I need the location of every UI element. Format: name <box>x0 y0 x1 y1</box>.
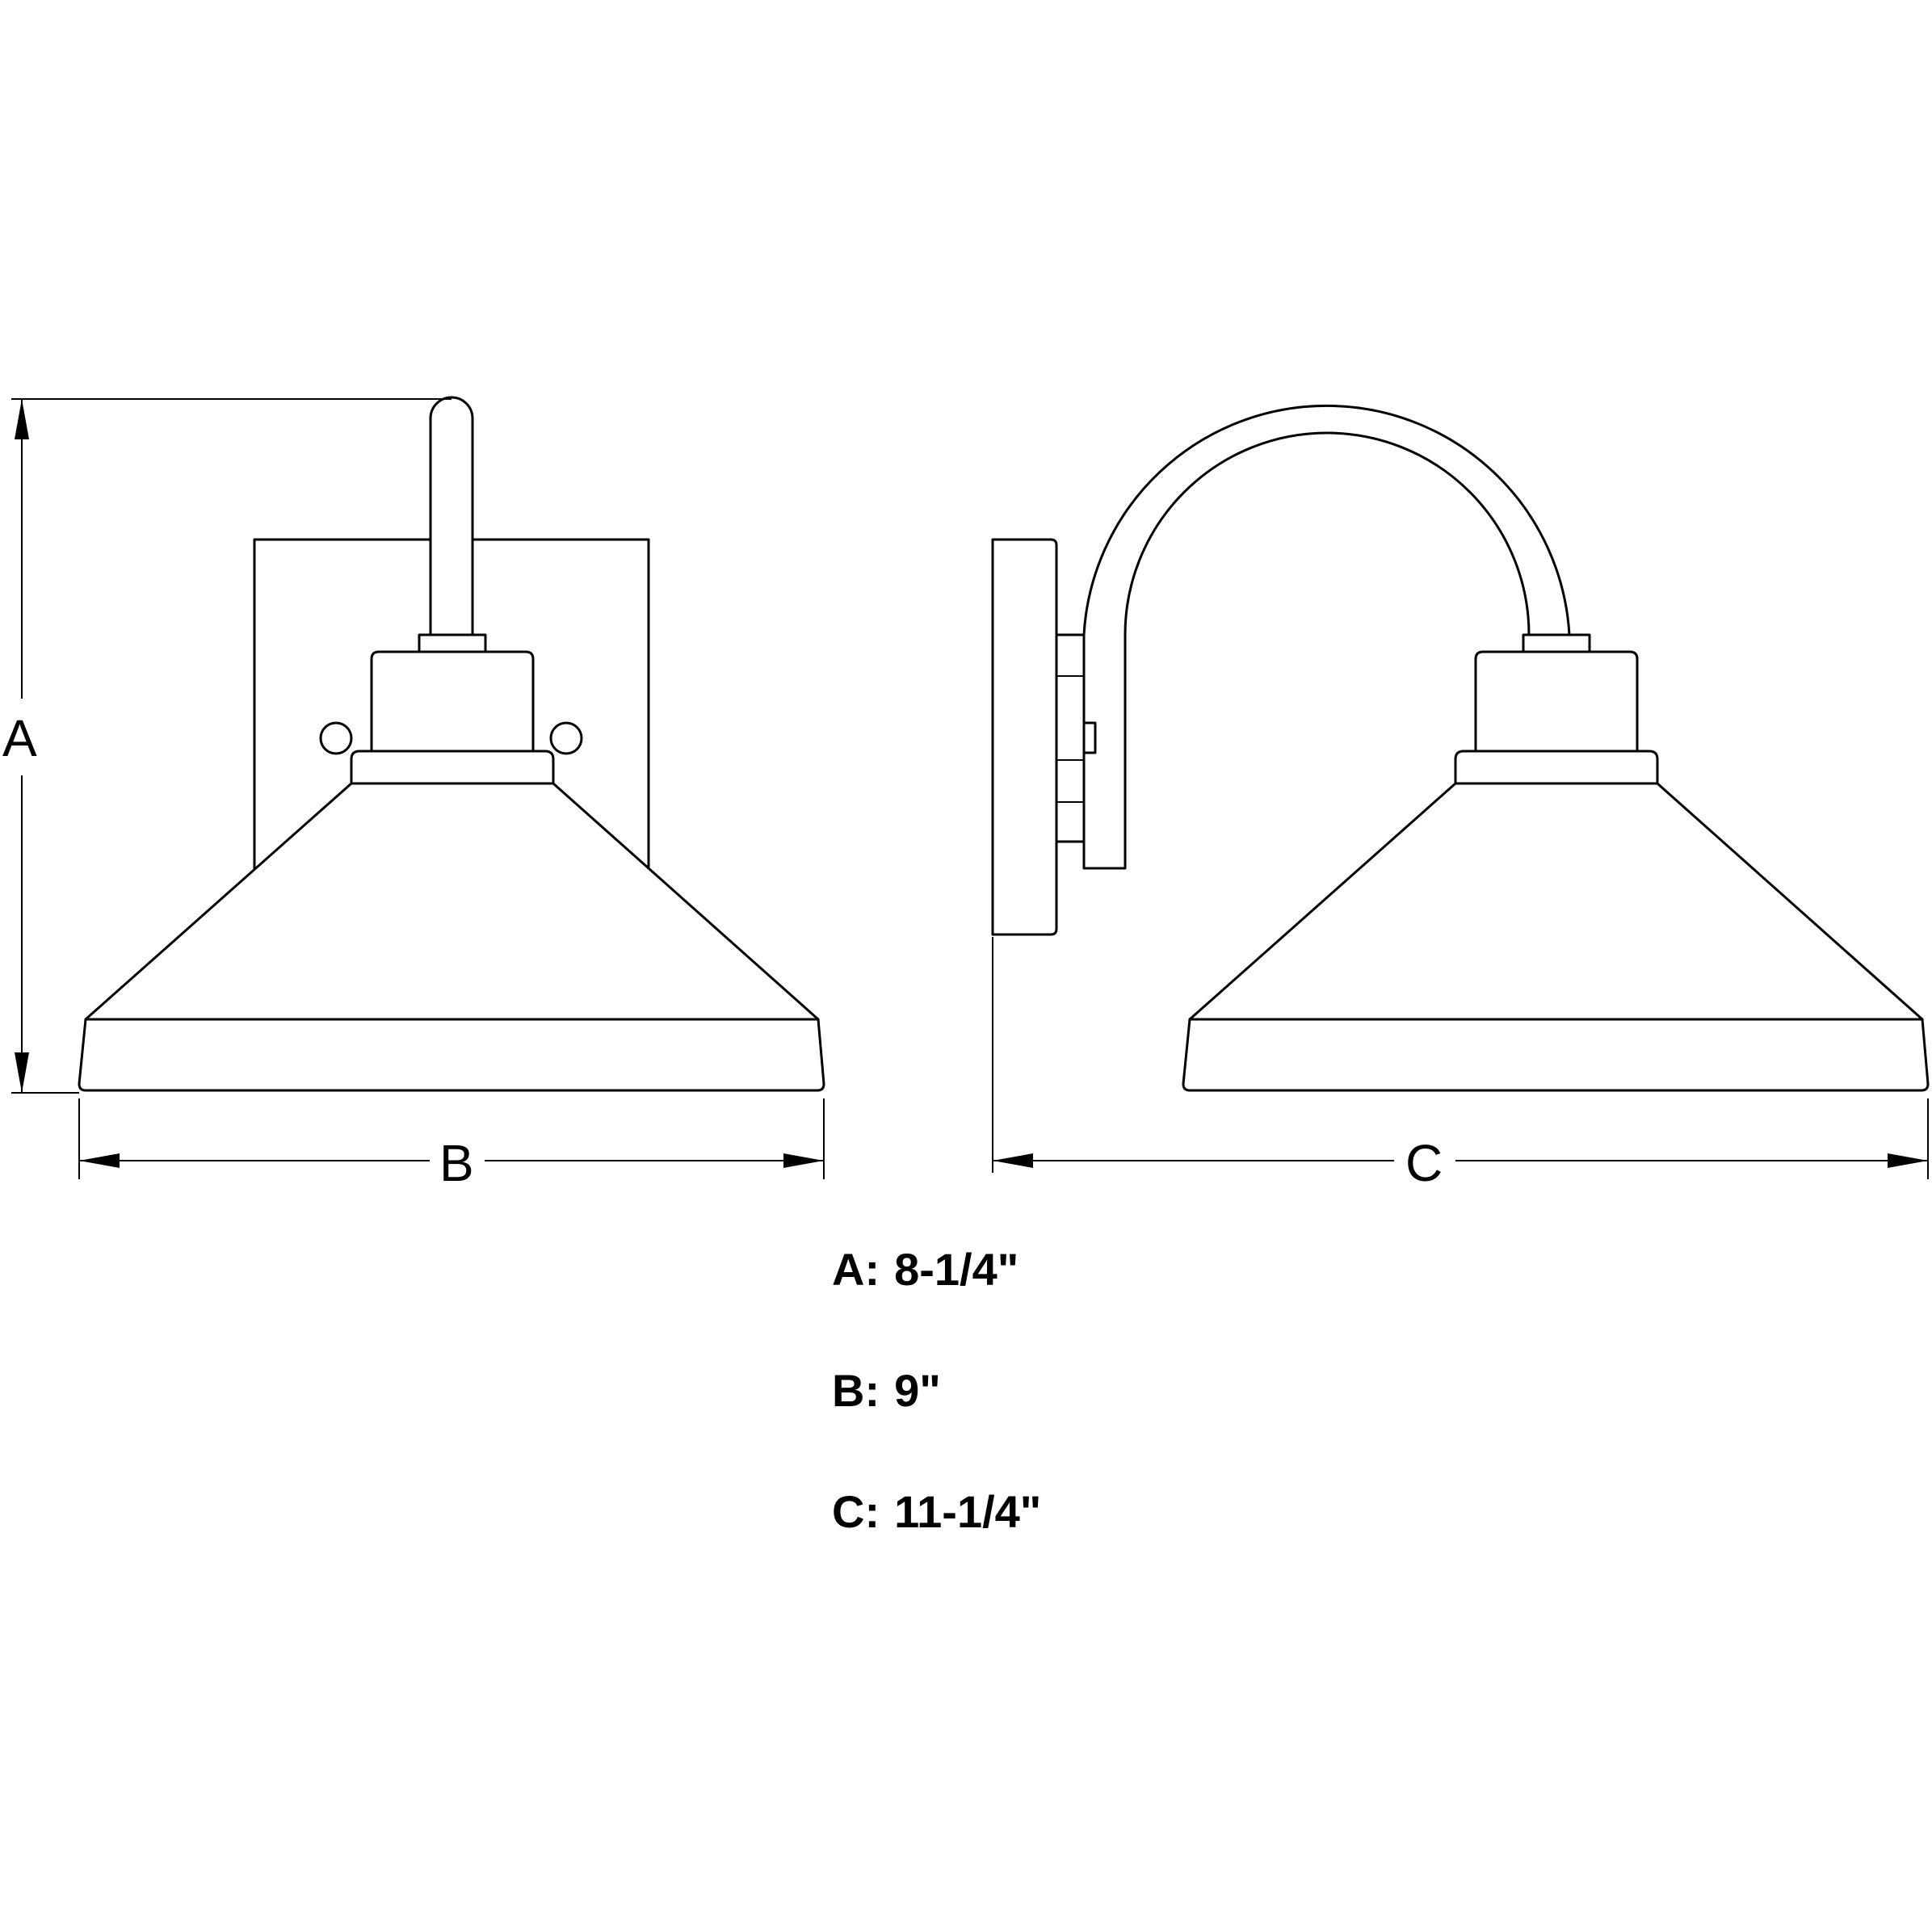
front-socket-housing <box>370 650 535 753</box>
dimension-c: C <box>992 937 1929 1192</box>
dimension-b-label: B <box>439 1134 474 1192</box>
front-collar <box>418 633 487 653</box>
dimension-c-arrow-right <box>1888 1153 1928 1168</box>
side-gooseneck-arm <box>1082 404 1571 636</box>
spec-key-b: B <box>832 1365 880 1416</box>
side-set-screw <box>1082 721 1097 754</box>
spec-value-b: 9" <box>894 1365 941 1416</box>
dimension-b-arrow-right <box>783 1153 824 1168</box>
dimension-b: B <box>78 1098 825 1192</box>
side-gooseneck-arm-inner <box>1124 431 1531 636</box>
front-screw-right <box>549 721 583 755</box>
front-shade-cone <box>84 782 820 1021</box>
dimension-a-arrow-top <box>15 399 29 439</box>
spec-value-a: 8-1/4" <box>894 1244 1019 1295</box>
dimension-b-arrow-left <box>79 1153 120 1168</box>
spec-value-c: 11-1/4" <box>894 1486 1042 1537</box>
side-shade-ring <box>1454 750 1659 785</box>
front-shade-ring <box>350 750 555 785</box>
side-shade-rim <box>1182 1018 1930 1092</box>
spec-row-c: C 11-1/4" <box>832 1486 1041 1538</box>
spec-row-a: A 8-1/4" <box>832 1244 1041 1296</box>
side-socket-housing <box>1474 650 1639 753</box>
dimension-c-arrow-left <box>993 1153 1033 1168</box>
side-shade-cone <box>1188 782 1924 1021</box>
dimension-a-arrow-bottom <box>15 1052 29 1093</box>
side-wallplate <box>991 538 1058 936</box>
dimension-a-label: A <box>2 709 37 767</box>
spec-key-c: C <box>832 1486 880 1537</box>
spec-key-a: A <box>832 1244 880 1295</box>
dimension-c-label: C <box>1405 1134 1443 1192</box>
dimension-a: A <box>2 398 452 1094</box>
dimension-spec-list: A 8-1/4" B 9" C 11-1/4" <box>832 1244 1041 1607</box>
front-shade-rim <box>78 1018 825 1092</box>
spec-row-b: B 9" <box>832 1365 1041 1417</box>
front-screw-left <box>319 721 353 755</box>
front-arm-rod <box>429 396 474 636</box>
front-view <box>78 396 825 1092</box>
side-view <box>991 404 1930 1092</box>
side-collar <box>1522 633 1591 653</box>
side-mount-block <box>1055 633 1086 843</box>
